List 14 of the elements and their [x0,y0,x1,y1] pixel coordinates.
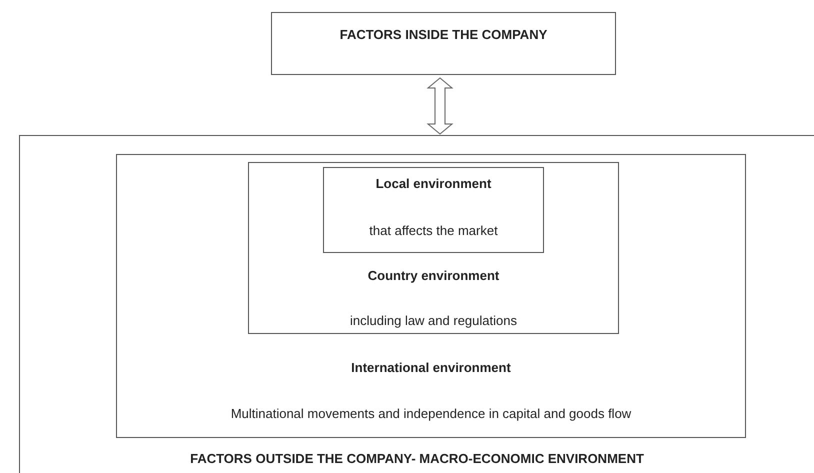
heading-text: Local environment [376,176,492,191]
heading-text: Country environment [368,268,500,283]
environment-box [248,162,619,334]
environment-box [323,167,544,253]
environment-box [19,135,814,473]
heading-text: International environment [351,360,511,375]
double-arrow [426,77,454,135]
description-text: including law and regulations [350,313,517,328]
description-text: that affects the market [369,223,498,238]
environment-box [116,154,746,438]
process-box [271,12,616,75]
heading-text: FACTORS INSIDE THE COMPANY [340,27,548,42]
description-text: Multinational movements and independence in capital and goods flow [230,406,632,421]
heading-text: FACTORS OUTSIDE THE COMPANY- MACRO-ECONOMIC ENVIRONMENT [190,451,644,466]
